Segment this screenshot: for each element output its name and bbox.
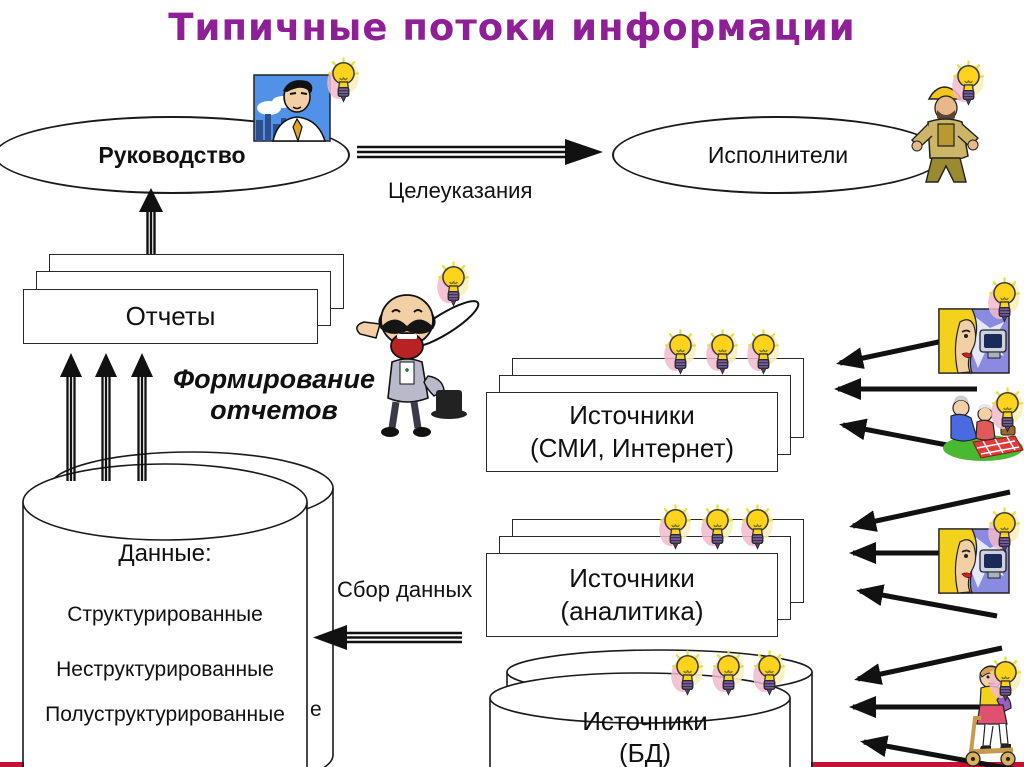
datastore-clipped-text: е xyxy=(310,698,322,721)
lightbulb-icon xyxy=(664,329,697,375)
woman-at-computer-clipart xyxy=(938,528,1010,594)
lightbulb-icon xyxy=(952,60,985,106)
lightbulb-icon xyxy=(437,261,470,307)
label-data-collection: Сбор данных xyxy=(337,577,473,602)
lightbulb-icon xyxy=(741,504,774,550)
node-sources-media-line1: Источники xyxy=(569,400,695,430)
label-report-formation: Формирование отчетов xyxy=(173,364,375,425)
shouting-man-clipart xyxy=(356,294,480,437)
arrow-formation-1 xyxy=(60,353,82,481)
slide-bottom-stripe-right xyxy=(790,762,1024,767)
node-datastore-cylinder xyxy=(22,451,334,767)
lightbulb-icon xyxy=(712,650,745,696)
arrow-reports-to-management xyxy=(139,188,163,256)
lightbulb-icon xyxy=(327,57,360,103)
label-targeting: Целеуказания xyxy=(388,178,533,203)
node-sources-db-line2: (БД) xyxy=(619,738,671,767)
woman-at-computer-clipart xyxy=(938,308,1010,374)
node-executors-label: Исполнители xyxy=(707,141,849,168)
lightbulb-icon xyxy=(671,650,704,696)
datastore-item-semistructured: Полуструктурированные xyxy=(45,703,285,726)
slide-bottom-stripe-left xyxy=(0,762,30,767)
lightbulb-icon xyxy=(659,504,692,550)
lightbulb-icon xyxy=(753,650,786,696)
node-sources-db-line1: Источники xyxy=(582,706,708,736)
page-title: Типичные потоки информации xyxy=(168,6,856,49)
construction-worker-clipart xyxy=(911,86,979,183)
lightbulb-icon xyxy=(988,507,1021,553)
arrow-targeting xyxy=(357,139,603,165)
lightbulb-icon xyxy=(706,329,739,375)
node-management-label: Руководство xyxy=(98,141,246,168)
node-sources-analytics-line2: (аналитика) xyxy=(560,596,704,626)
lightbulb-icon xyxy=(988,277,1021,323)
datastore-heading: Данные: xyxy=(118,540,212,567)
node-sources-analytics: Источники (аналитика) xyxy=(486,553,778,637)
node-management: Руководство xyxy=(0,116,350,194)
lightbulb-icon xyxy=(991,387,1024,433)
lightbulb-icon xyxy=(747,329,780,375)
datastore-item-structured: Структурированные xyxy=(67,603,263,626)
arrow-formation-2 xyxy=(95,353,117,481)
datastore-item-unstructured: Неструктурированные xyxy=(56,658,274,681)
node-reports-label: Отчеты xyxy=(125,301,216,331)
lightbulb-icon xyxy=(701,504,734,550)
businessman-clipart xyxy=(253,74,331,142)
lightbulb-icon xyxy=(989,656,1022,702)
arrow-formation-3 xyxy=(131,353,153,481)
arrow-data-collection xyxy=(313,625,462,650)
node-sources-analytics-line1: Источники xyxy=(569,563,695,593)
arrows-incoming-sources xyxy=(833,338,1013,767)
node-reports: Отчеты xyxy=(23,289,318,344)
node-sources-media: Источники (СМИ, Интернет) xyxy=(486,392,778,472)
node-sources-media-line2: (СМИ, Интернет) xyxy=(529,433,735,463)
